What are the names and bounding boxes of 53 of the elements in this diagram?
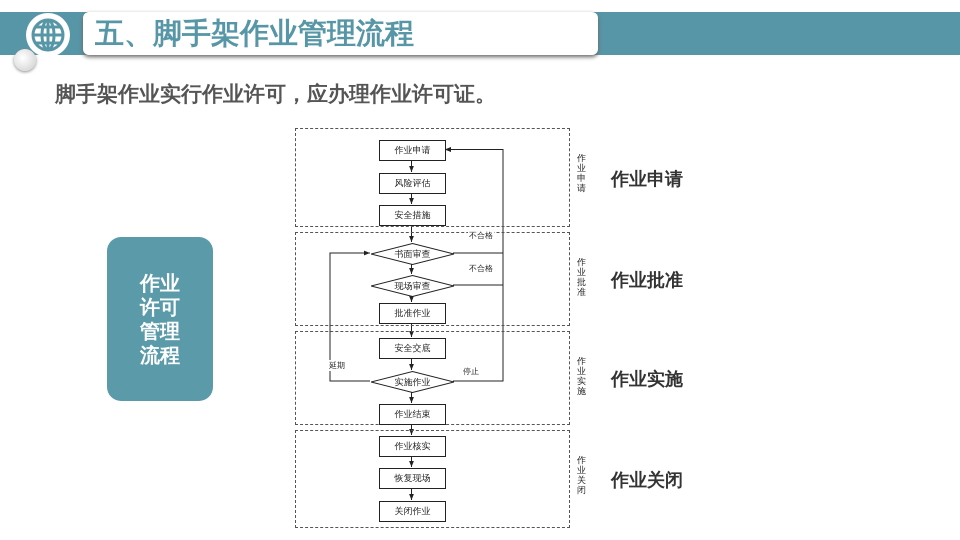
title-card bbox=[107, 237, 213, 401]
node-text: 恢复现场 bbox=[394, 472, 430, 485]
node-text: 风险评估 bbox=[394, 178, 430, 190]
node-text: 现场审查 bbox=[394, 280, 430, 292]
subtitle: 脚手架作业实行作业许可，应办理作业许可证。 bbox=[55, 81, 496, 108]
decision-diamond bbox=[371, 371, 454, 393]
arrow bbox=[409, 224, 414, 242]
arrow bbox=[409, 160, 414, 172]
edge-label: 不合格 bbox=[468, 263, 494, 274]
arrow bbox=[409, 192, 414, 204]
stage-label: 作业申请 bbox=[577, 155, 586, 195]
node-text: 批准作业 bbox=[394, 308, 430, 320]
title: 五、脚手架作业管理流程 bbox=[83, 12, 598, 55]
stage-title: 作业实施 bbox=[611, 368, 683, 391]
node-text: 安全交底 bbox=[394, 342, 430, 355]
arrow bbox=[409, 296, 414, 302]
decision-diamond bbox=[371, 275, 454, 297]
process-box bbox=[379, 303, 446, 324]
stage-title: 作业批准 bbox=[611, 269, 683, 292]
stage-label: 作业批准 bbox=[577, 259, 586, 299]
arrow bbox=[444, 147, 504, 382]
decision-diamond bbox=[371, 243, 454, 265]
process-box bbox=[379, 338, 446, 359]
edge-label: 不合格 bbox=[468, 230, 494, 241]
arrow bbox=[409, 264, 414, 274]
node-text: 作业核实 bbox=[394, 440, 430, 453]
stage-title: 作业关闭 bbox=[611, 469, 683, 492]
edge-label: 停止 bbox=[462, 366, 480, 377]
arrow bbox=[409, 424, 414, 436]
node-text: 作业结束 bbox=[394, 408, 430, 421]
process-box bbox=[379, 404, 446, 425]
node-text: 实施作业 bbox=[394, 376, 430, 388]
node-text: 作业申请 bbox=[394, 144, 430, 157]
arrow bbox=[409, 392, 414, 404]
process-box bbox=[379, 205, 446, 226]
arrow bbox=[409, 322, 414, 338]
node-text: 安全措施 bbox=[394, 210, 430, 222]
process-box bbox=[379, 173, 446, 194]
arrow bbox=[409, 358, 414, 370]
stage-title: 作业申请 bbox=[611, 168, 683, 190]
edge-label: 延期 bbox=[328, 360, 346, 371]
arrow bbox=[409, 488, 414, 500]
arrow bbox=[330, 250, 370, 382]
process-box bbox=[379, 436, 446, 457]
node-text: 书面审查 bbox=[394, 248, 430, 260]
card-text: 作业许可管理流程 bbox=[138, 271, 181, 367]
process-box bbox=[379, 140, 446, 161]
process-box bbox=[379, 501, 446, 522]
stage-label: 作业实施 bbox=[577, 358, 586, 398]
arrow bbox=[409, 456, 414, 468]
process-box bbox=[379, 468, 446, 489]
node-text: 关闭作业 bbox=[394, 506, 430, 518]
stage-label: 作业关闭 bbox=[577, 457, 586, 497]
